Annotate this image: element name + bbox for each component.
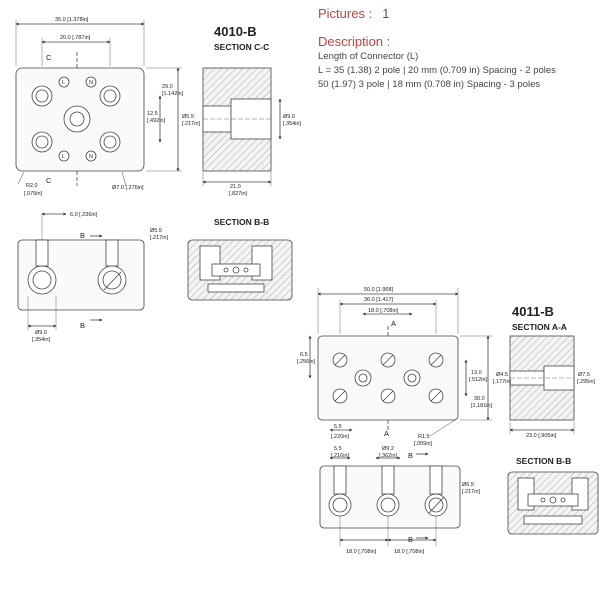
4011-section-bb-view <box>507 471 599 535</box>
4011-screw-bottom-2 <box>380 388 396 404</box>
4010-side-bore-label-a: Ø9.0 <box>35 330 47 336</box>
4010-side-view <box>17 212 145 330</box>
4010-screw-bottom-right <box>99 131 121 153</box>
4011-hole-label-a: Ø4.5 <box>496 372 508 378</box>
4011-height-label-a: 30.0 <box>474 396 485 402</box>
4010-section-cc-view <box>202 67 282 186</box>
4011-section-aa-view <box>509 335 575 434</box>
4011-side-hole-label-b: [.217in] <box>462 489 481 495</box>
4011-side-screw-3 <box>424 465 448 517</box>
4010-section-mark-c-top: C <box>46 53 52 62</box>
4010-section-mark-b-top: B <box>80 231 85 240</box>
4010-height-label-b: [1.142in] <box>162 91 184 97</box>
4010-section-mark-b-bottom: B <box>80 321 85 330</box>
4011-top-edge-label-a: 5.5 <box>334 446 342 452</box>
4010-width-label: 35.0 [1.378in] <box>55 17 89 23</box>
description-line-2: L = 35 (1.38) 2 pole | 20 mm (0.709 in) … <box>318 65 556 76</box>
4011-section-aa-title: SECTION A-A <box>512 322 567 332</box>
4011-front-view <box>308 288 492 437</box>
4011-height-label-b: [1.181in] <box>471 403 493 409</box>
4010-screw-top-right <box>99 85 121 107</box>
4011-hole-label-b: [.177in] <box>493 379 512 385</box>
pictures-label: Pictures : <box>318 6 373 21</box>
description-title: Description : <box>318 34 391 49</box>
4011-pitch-label-b: [.512in] <box>469 377 488 383</box>
4011-section-mark-b-bottom: B <box>408 535 413 544</box>
4011-section-mark-a-bottom: A <box>384 429 389 438</box>
4011-width-label-b: 36.0 [1.417] <box>364 297 394 303</box>
4010-section-cc-title: SECTION C-C <box>214 42 269 52</box>
4011-width-label-a: 50.0 [1.968] <box>364 287 394 293</box>
4010-pitch-label-a: 12.5 <box>147 111 158 117</box>
4011-top-bore-label-b: [.362in] <box>379 453 398 459</box>
4010-side-bore-label-b: [.354in] <box>32 337 51 343</box>
4010-hole-label-a: Ø5.5 <box>182 114 194 120</box>
4011-edge-label-a: 5.5 <box>334 424 342 430</box>
4011-center-hole-left <box>354 369 372 387</box>
4011-spacing-label-1: 18.0 [.708in] <box>346 549 377 555</box>
4011-bore-label-a: Ø7.5 <box>578 372 590 378</box>
4010-hole-label-b: [.217in] <box>182 121 201 127</box>
4010-section-bb-view <box>187 239 293 301</box>
4011-screw-top-2 <box>380 352 396 368</box>
4011-screw-bottom-1 <box>332 388 348 404</box>
4010-screw-bottom-left <box>31 131 53 153</box>
4010-side-hole-label-a: Ø5.5 <box>150 228 162 234</box>
4011-radius-label-a: R1.5 <box>418 434 430 440</box>
4011-bore-label-b: [.295in] <box>577 379 596 385</box>
4010-height-label-a: 29.0 <box>162 84 173 90</box>
4010-bore-label-b: [.354in] <box>283 121 302 127</box>
4010-section-mark-c-bottom: C <box>46 176 52 185</box>
4011-section-mark-b-top: B <box>408 451 413 460</box>
4011-pitch-label-a: 13.0 <box>471 370 482 376</box>
pictures-row: Pictures : 1 <box>318 4 600 24</box>
pictures-count: 1 <box>382 6 390 21</box>
4010-mark-l-bottom: L <box>62 154 65 160</box>
4010-spacing-label: 20.0 [.787in] <box>60 35 91 41</box>
4011-section-bb-title: SECTION B-B <box>516 456 571 466</box>
4011-side-screw-1 <box>328 465 352 517</box>
4011-top-bore-label-a: Ø9.2 <box>382 446 394 452</box>
4010-mark-n-top: N <box>89 80 93 86</box>
4010-side-screw-left <box>27 239 57 295</box>
description-line-3: 50 (1.97) 3 pole | 18 mm (0.708 in) Spac… <box>318 79 541 90</box>
4011-spacing-label-2: 18.0 [.708in] <box>394 549 425 555</box>
4010-side-screw-right <box>97 239 127 295</box>
4010-pitch-label-b: [.492in] <box>147 118 166 124</box>
4011-radius-label-b: [.059in] <box>414 441 433 447</box>
4010-part-number: 4010-B <box>214 24 257 39</box>
4011-top-edge-label-b: [.216in] <box>331 453 350 459</box>
4011-left-label-b: [.256in] <box>297 359 316 365</box>
4011-left-label-a: 6.5 <box>300 352 308 358</box>
4010-depth-label-a: 21.0 <box>230 184 241 190</box>
4010-section-bb-title: SECTION B-B <box>214 217 269 227</box>
4011-side-view <box>319 452 461 546</box>
4011-screw-top-3 <box>428 352 444 368</box>
4010-mount-label: Ø7.0 [.276in] <box>112 185 144 191</box>
4011-screw-top-1 <box>332 352 348 368</box>
4011-section-mark-a-top: A <box>391 319 396 328</box>
4010-radius-label-b: [.079in] <box>24 191 43 197</box>
4010-mark-n-bottom: N <box>89 154 93 160</box>
4010-mark-l-top: L <box>62 80 65 86</box>
info-panel: Pictures : 1 Description : Length of Conn… <box>318 4 600 92</box>
4010-center-hole <box>63 105 91 133</box>
4010-screw-top-left <box>31 85 53 107</box>
4011-part-number: 4011-B <box>512 304 554 319</box>
4010-offset-label: 6.0 [.236in] <box>70 212 98 218</box>
4011-edge-label-b: [.220in] <box>331 434 350 440</box>
description-line-1: Length of Connector (L) <box>318 51 419 62</box>
4010-depth-label-b: [.827in] <box>229 191 248 197</box>
4011-depth-label: 23.0 [.905in] <box>526 433 557 439</box>
4011-screw-bottom-3 <box>428 388 444 404</box>
4010-radius-label-a: R2.0 <box>26 183 38 189</box>
4011-center-hole-right <box>403 369 421 387</box>
4010-front-view <box>15 20 182 187</box>
4010-bore-label-a: Ø9.0 <box>283 114 295 120</box>
4011-width-label-c: 18.0 [.708in] <box>368 308 399 314</box>
4010-side-hole-label-b: [.217in] <box>150 235 169 241</box>
4011-side-hole-label-a: Ø6.5 <box>462 482 474 488</box>
